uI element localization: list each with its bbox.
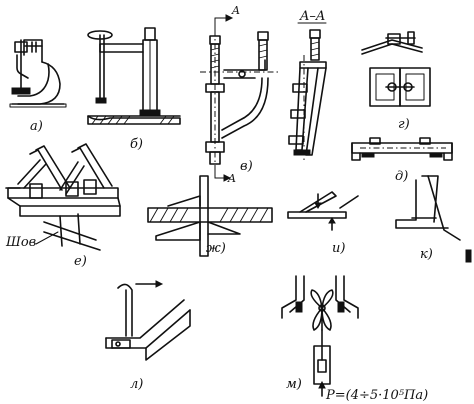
figure-d-label: д)	[395, 169, 408, 184]
figure-k-label: к)	[420, 247, 433, 262]
figure-zh-wedge-clamp: ж)	[147, 175, 273, 257]
figure-a-c-clamp: а)	[9, 39, 67, 134]
figure-e-label: е)	[74, 254, 87, 269]
figure-l-profile-clamp: л)	[105, 280, 191, 392]
pressure-formula: P=(4÷5·10⁵Па)	[325, 388, 428, 403]
figure-d-bar-clamp: д)	[351, 137, 453, 184]
figure-m-label: м)	[286, 377, 302, 392]
section-label: A–A	[299, 9, 325, 24]
figure-zh-label: ж)	[206, 241, 226, 256]
figure-i-label: и)	[332, 241, 345, 256]
section-marker-top: A	[231, 4, 240, 17]
figure-a-label: а)	[30, 119, 43, 134]
figure-g-plate-clamp: г)	[361, 31, 431, 132]
figure-b-screw-clamp: б)	[87, 27, 181, 152]
section-marker-bottom: A	[227, 172, 236, 185]
figure-i-lever-clamp: и)	[287, 191, 359, 256]
figure-b-label: б)	[130, 137, 143, 152]
figure-v-label: в)	[240, 159, 253, 174]
figure-k-angle-clamp: к)	[395, 175, 472, 263]
figure-g-label: г)	[398, 117, 410, 132]
figure-m-pneumatic-clamp: м) P=(4÷5·10⁵Па)	[281, 275, 428, 403]
figure-v-pipe-clamp: A A–A A в)	[200, 4, 327, 185]
figure-l-label: л)	[130, 377, 143, 392]
figure-e-grid-fixture: Шов е)	[5, 143, 121, 269]
seam-label: Шов	[5, 235, 36, 250]
